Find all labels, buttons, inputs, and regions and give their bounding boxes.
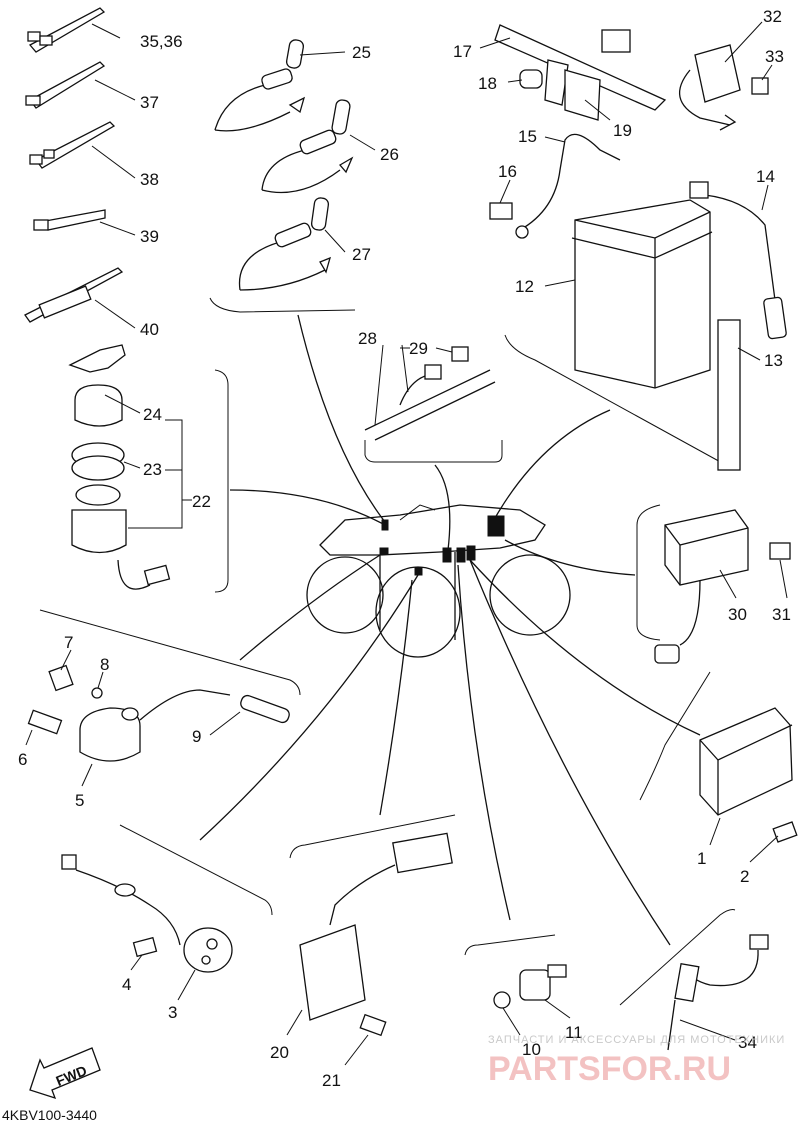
callout-12: 12	[515, 277, 534, 296]
main-switch-group	[68, 344, 171, 590]
callout-23: 23	[143, 460, 162, 479]
watermark-caption: ЗАПЧАСТИ И АКСЕССУАРЫ ДЛЯ МОТОТЕХНИКИ	[488, 1034, 785, 1046]
callout-34: 34	[738, 1033, 757, 1052]
diagram-code: 4KBV100-3440	[2, 1107, 97, 1123]
callout-18: 18	[478, 74, 497, 93]
callout-11: 11	[565, 1023, 583, 1042]
callout-24: 24	[143, 405, 162, 424]
rectifier-group	[299, 832, 453, 1037]
callout-37: 37	[140, 93, 159, 112]
callout-2: 2	[740, 867, 749, 886]
callout-28: 28	[358, 329, 377, 348]
vehicle-outline	[306, 504, 571, 658]
battery-group	[489, 133, 787, 471]
thermo-sensor-group	[667, 934, 769, 1051]
callout-8: 8	[100, 655, 109, 674]
callout-35-36: 35,36	[140, 32, 183, 51]
callout-3: 3	[168, 1003, 177, 1022]
neutral-switch-group	[493, 964, 567, 1009]
callout-10: 10	[522, 1040, 541, 1059]
callout-9: 9	[192, 727, 201, 746]
plug-leads-group	[214, 39, 354, 291]
callout-21: 21	[322, 1071, 341, 1090]
callout-39: 39	[140, 227, 159, 246]
callout-40: 40	[140, 320, 159, 339]
callout-7: 7	[64, 633, 73, 652]
wire-harness-group	[364, 346, 496, 441]
watermark-brand: PARTSFOR.RU	[488, 1050, 731, 1088]
callout-38: 38	[140, 170, 159, 189]
callout-15: 15	[518, 127, 537, 146]
callout-29: 29	[409, 339, 428, 358]
starter-relay-group	[678, 44, 769, 131]
callout-27: 27	[352, 245, 371, 264]
battery-bracket-group	[494, 24, 667, 121]
callout-30: 30	[728, 605, 747, 624]
cable-ties-group	[24, 7, 124, 323]
callout-33: 33	[765, 47, 784, 66]
callout-1: 1	[697, 849, 706, 868]
callout-13: 13	[764, 351, 783, 370]
callout-5: 5	[75, 791, 84, 810]
callout-17: 17	[453, 42, 472, 61]
callout-19: 19	[613, 121, 632, 140]
callouts: 35,36 37 38 39 40 25 26 27 24 23 22 7 8 …	[18, 7, 791, 1090]
callout-22: 22	[192, 492, 211, 511]
leader-lines	[199, 314, 701, 946]
callout-26: 26	[380, 145, 399, 164]
ignition-coil-group	[27, 664, 290, 762]
cdi-unit-group	[699, 707, 798, 843]
relay-group	[654, 509, 791, 664]
callout-20: 20	[270, 1043, 289, 1062]
callout-32: 32	[763, 7, 782, 26]
callout-16: 16	[498, 162, 517, 181]
callout-25: 25	[352, 43, 371, 62]
callout-4: 4	[122, 975, 131, 994]
callout-31: 31	[772, 605, 791, 624]
callout-6: 6	[18, 750, 27, 769]
fwd-label: FWD	[54, 1062, 90, 1089]
pickup-coil-group	[61, 854, 233, 973]
fwd-arrow-icon: FWD	[29, 1047, 101, 1100]
group-brackets	[39, 297, 736, 1006]
callout-14: 14	[756, 167, 775, 186]
